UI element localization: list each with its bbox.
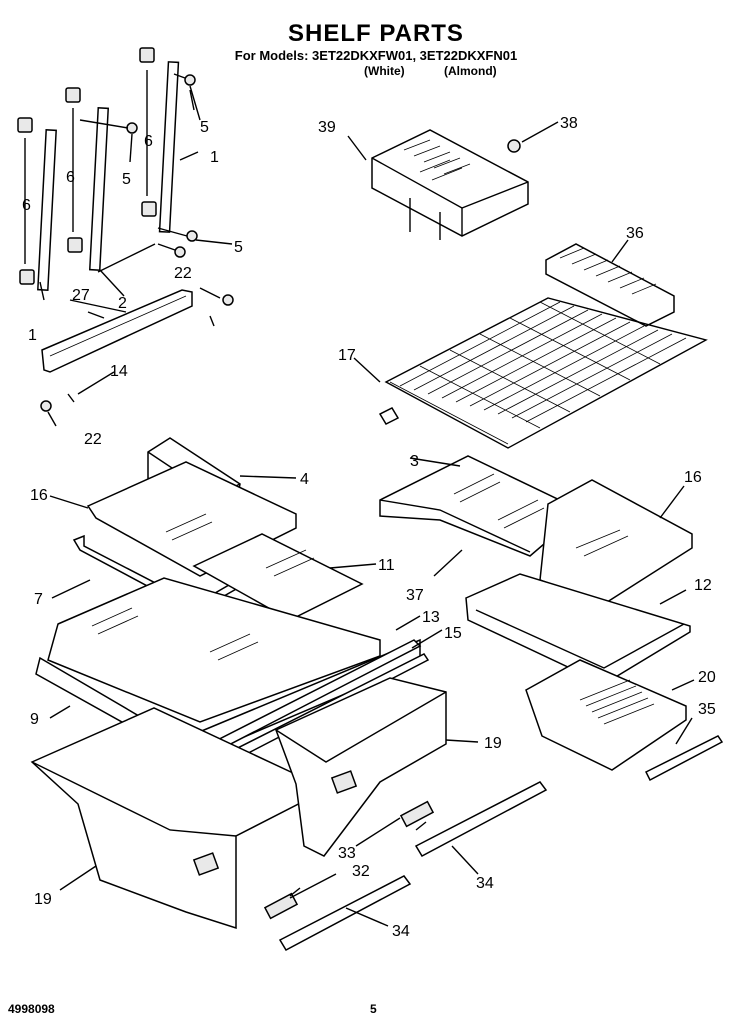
models-line: For Models: 3ET22DKXFW01, 3ET22DKXFN01 xyxy=(234,48,518,63)
callout-1b: 1 xyxy=(28,327,37,344)
callout-15: 15 xyxy=(444,625,462,642)
shelf-front-trim xyxy=(41,289,215,403)
leader-lines xyxy=(39,89,695,927)
rail-assembly xyxy=(17,47,234,412)
callout-27: 27 xyxy=(72,287,90,304)
part-36-egg-tray xyxy=(545,243,675,327)
callout-22a: 22 xyxy=(174,265,192,282)
callout-34b: 34 xyxy=(392,923,410,940)
callout-37: 37 xyxy=(406,587,424,604)
callout-16b: 16 xyxy=(684,469,702,486)
part-16-shelf-frame-right xyxy=(539,479,693,605)
callout-6c: 6 xyxy=(22,197,31,214)
callout-14: 14 xyxy=(110,363,128,380)
callout-32: 32 xyxy=(352,863,370,880)
callout-17: 17 xyxy=(338,347,356,364)
callout-9: 9 xyxy=(30,711,39,728)
page-title: SHELF PARTS xyxy=(288,20,464,47)
callout-34a: 34 xyxy=(476,875,494,892)
callout-6b: 6 xyxy=(66,169,75,186)
callout-35: 35 xyxy=(698,701,716,718)
callout-20: 20 xyxy=(698,669,716,686)
callout-39: 39 xyxy=(318,119,336,136)
part-39-utility-tray xyxy=(371,129,529,240)
callout-2: 2 xyxy=(118,295,127,312)
diagram-code: 4998098 xyxy=(8,1002,55,1016)
callout-38: 38 xyxy=(560,115,578,132)
callout-19b: 19 xyxy=(484,735,502,752)
part-35-drawer-trim xyxy=(644,735,724,782)
callout-22b: 22 xyxy=(84,431,102,448)
callout-36: 36 xyxy=(626,225,644,242)
part-11-glass-panel xyxy=(192,533,364,621)
callout-12: 12 xyxy=(694,577,712,594)
callout-7: 7 xyxy=(34,591,43,608)
callout-16a: 16 xyxy=(30,487,48,504)
callout-5b: 5 xyxy=(122,171,131,188)
page-number: 5 xyxy=(370,1002,377,1016)
callout-11: 11 xyxy=(378,557,395,574)
part-32-33-slides xyxy=(263,800,435,920)
part-34-trims xyxy=(278,781,548,951)
part-20-meat-drawer xyxy=(525,659,687,771)
part-12-crisper-cover xyxy=(465,573,691,685)
callout-3: 3 xyxy=(410,453,419,470)
part-37-glass-shelf xyxy=(379,455,573,557)
callout-5c: 5 xyxy=(234,239,243,256)
part-19-crisper-drawer-right xyxy=(275,677,447,857)
almond-variant-label: (Almond) xyxy=(444,64,497,78)
callout-33: 33 xyxy=(338,845,356,862)
callout-4: 4 xyxy=(300,471,309,488)
part-callouts: 1 1 2 3 4 5 5 5 6 6 6 7 9 11 12 13 14 15… xyxy=(22,115,716,940)
callout-6a: 6 xyxy=(144,133,153,150)
white-variant-label: (White) xyxy=(364,64,405,78)
callout-19a: 19 xyxy=(34,891,52,908)
part-17-wire-shelf xyxy=(378,297,708,449)
callout-5a: 5 xyxy=(200,119,209,136)
callout-1a: 1 xyxy=(210,149,219,166)
callout-13: 13 xyxy=(422,609,440,626)
part-19-crisper-drawer-left xyxy=(30,707,315,930)
